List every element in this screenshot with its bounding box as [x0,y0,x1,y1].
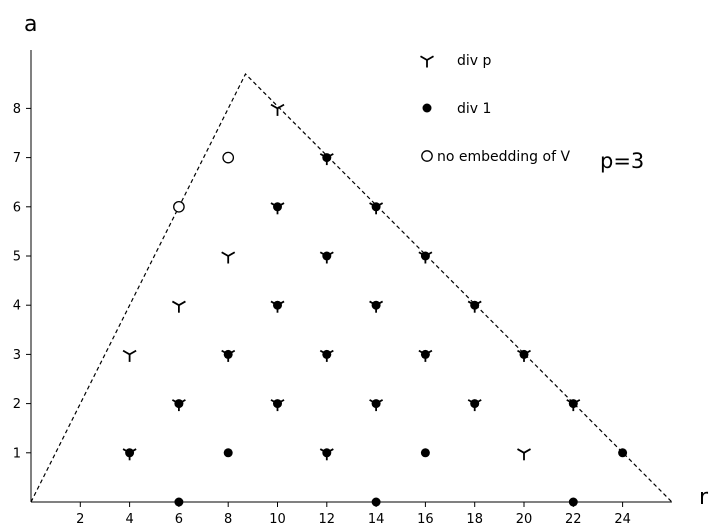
data-point [420,448,430,458]
data-point [371,399,381,409]
data-point [322,448,332,458]
data-point [322,251,332,261]
y-tick-label: 2 [13,397,21,412]
legend-label: div 1 [457,101,491,117]
legend-label: no embedding of V [437,149,570,165]
data-point [420,349,430,359]
chart-annotation: p=3 [600,149,644,173]
data-point [517,448,531,461]
y-tick-label: 4 [13,299,21,314]
y-axis-label: a [24,12,37,37]
data-point [173,200,185,213]
data-point [273,202,282,212]
data-point [223,448,233,458]
x-tick-label: 8 [224,512,232,527]
y-tick-label: 7 [13,151,21,166]
x-tick-label: 2 [76,512,84,527]
data-point [420,251,430,261]
data-point [568,497,578,507]
boundary-region [30,72,673,503]
data-point [470,300,480,310]
data-point [171,300,186,313]
x-tick-label: 12 [319,512,336,527]
legend: div p div 1 no embedding of V [420,53,570,165]
data-point [270,103,285,116]
data-point [174,497,184,507]
x-tick-label: 24 [614,512,631,527]
y-tick-label: 1 [13,446,21,461]
data-point [322,153,332,163]
data-point [222,151,235,164]
data-point [470,399,480,409]
boundary-line [30,72,673,503]
x-tick-label: 20 [516,512,533,527]
data-point [273,399,282,409]
data-point [568,399,578,409]
x-tick-label: 16 [417,512,434,527]
data-point [371,497,381,507]
x-tick-label: 18 [466,512,483,527]
data-point [174,399,184,409]
x-axis-label: r [699,485,709,510]
data-points [122,103,628,507]
x-tick-label: 4 [125,512,133,527]
data-point [122,349,137,362]
y-tick-label: 8 [13,102,21,117]
data-point [221,251,236,264]
data-point [273,300,282,310]
x-tick-label: 22 [565,512,582,527]
legend-marker [421,150,433,162]
x-tick-label: 10 [269,512,286,527]
y-tick-label: 6 [13,200,21,215]
legend-marker [422,103,432,113]
data-point [322,349,332,359]
data-point [519,349,529,359]
y-tick-label: 3 [13,348,21,363]
data-point [125,448,135,458]
data-point [618,448,628,458]
y-tick-label: 5 [13,250,21,265]
data-point [223,349,233,359]
data-point [371,202,381,212]
data-point [371,300,381,310]
legend-label: div p [457,53,492,69]
x-tick-label: 14 [368,512,385,527]
x-tick-label: 6 [175,512,183,527]
legend-marker [420,55,434,68]
